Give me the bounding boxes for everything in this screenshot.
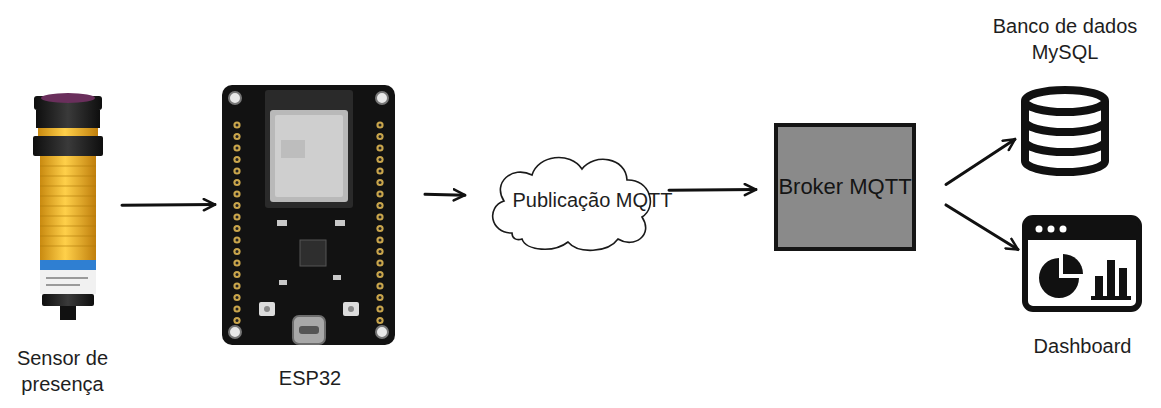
text-column: Broker MQTT: [778, 173, 911, 202]
text-column: Sensor de presença: [0, 345, 125, 397]
text-slot: ESP32: [215, 365, 405, 391]
illustration: [975, 85, 1155, 181]
flow-arrow: [669, 188, 756, 192]
illustration: [1015, 210, 1150, 319]
node-label: Publicação MQTT: [512, 187, 672, 213]
node-label: ESP32: [279, 365, 341, 391]
node-label: Broker MQTT: [778, 173, 911, 202]
text-slot: Dashboard: [1015, 333, 1150, 359]
node-label: Sensor de presença: [0, 345, 125, 397]
cloud-shape: Publicação MQTT: [482, 145, 703, 255]
text-slot: Publicação MQTT: [482, 145, 703, 255]
flow-arrow: [425, 193, 465, 197]
text-column: Banco de dados MySQL: [975, 13, 1155, 65]
text-column: Dashboard: [1015, 333, 1150, 359]
illustration: [215, 80, 405, 354]
node-label: Banco de dados MySQL: [975, 13, 1155, 65]
text-slot: Banco de dados MySQL: [975, 13, 1155, 65]
illustration: [0, 88, 125, 327]
database-node: Banco de dados MySQL: [975, 5, 1155, 175]
text-column: ESP32: [215, 365, 405, 391]
dashboard-node: Dashboard: [1015, 210, 1150, 370]
text-slot: Sensor de presença: [0, 345, 125, 397]
flow-arrow: [122, 203, 215, 207]
process-box: Broker MQTT: [774, 123, 916, 251]
board-node: ESP32: [215, 80, 405, 395]
text-slot: Broker MQTT: [778, 127, 912, 247]
sensor-node: Sensor de presença: [0, 88, 125, 408]
node-label: Dashboard: [1034, 333, 1132, 359]
flow-arrow: [946, 139, 1015, 184]
text-column: Publicação MQTT: [512, 187, 672, 213]
flow-arrow: [946, 205, 1018, 250]
